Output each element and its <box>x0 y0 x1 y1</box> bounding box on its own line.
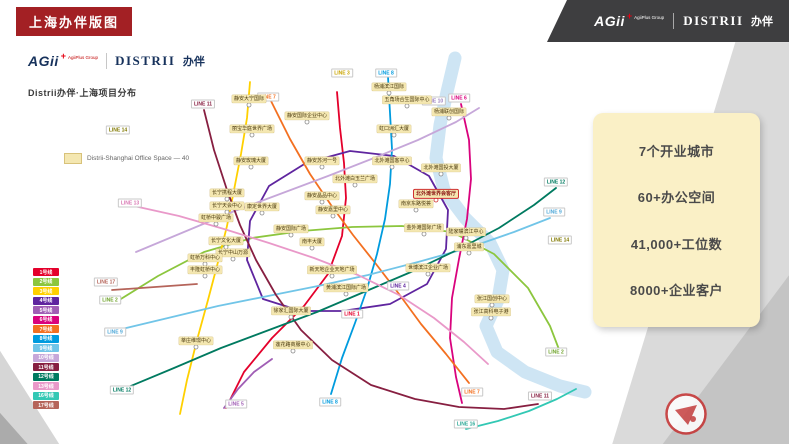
station-dot <box>259 210 265 216</box>
stat-line: 60+办公空间 <box>637 190 716 206</box>
legend-line-chip: 2号线 <box>33 277 59 286</box>
agiiplus-subtext-slide: AgiiPlus Group <box>68 55 99 60</box>
station-dot <box>391 132 397 138</box>
metro-line-10 <box>135 107 480 253</box>
legend-line-chip: 1号线 <box>33 268 59 276</box>
legend-line-chip: 5号线 <box>33 306 59 314</box>
station-dot <box>389 164 395 170</box>
legend-line-chip: 9号线 <box>33 344 59 352</box>
station-dot <box>246 102 252 108</box>
station-dot <box>288 232 294 238</box>
brand-divider-slide <box>106 53 108 69</box>
page-title-box: 上海办伴版图 <box>16 7 133 36</box>
agiiplus-logo-slide: AGii + AgiiPlus Group <box>28 51 99 69</box>
metro-line-5 <box>223 358 273 409</box>
station-dot <box>290 348 296 354</box>
metro-line-16 <box>465 388 577 430</box>
stat-line: 8000+企业客户 <box>629 283 723 299</box>
station-dot <box>421 231 427 237</box>
station-dot <box>463 235 469 241</box>
station-dot <box>466 250 472 256</box>
office-space-legend-label: Distrii-Shanghai Office Space — 40 <box>87 155 190 162</box>
station-dot <box>230 256 236 262</box>
station-dot <box>309 245 315 251</box>
slide-brand: AGii + AgiiPlus Group DISTRII 办伴 <box>28 51 205 70</box>
metro-line-9 <box>117 217 551 331</box>
agiiplus-logo: AGii + AgiiPlus Group <box>594 11 665 29</box>
station-dot <box>489 302 495 308</box>
station-dot <box>193 344 199 350</box>
metro-line-7 <box>270 100 470 384</box>
station-dot <box>425 271 431 277</box>
station-dot <box>224 209 230 215</box>
legend-line-chip: 8号线 <box>33 334 59 343</box>
legend-line-chip: 11号线 <box>33 363 59 371</box>
office-space-legend: Distrii-Shanghai Office Space — 40 <box>64 153 189 164</box>
legend-line-chip: 4号线 <box>33 296 59 305</box>
agiiplus-wordmark-slide: AGii <box>28 53 59 69</box>
legend-line-chip: 12号线 <box>33 372 59 381</box>
huangpu-river <box>429 51 592 399</box>
station-dot <box>248 164 254 170</box>
header-brand-band: AGii + AgiiPlus Group DISTRII 办伴 <box>547 0 789 42</box>
watermark-logo <box>664 392 708 436</box>
station-dot <box>319 164 325 170</box>
station-dot <box>438 171 444 177</box>
distrii-suffix-slide: 办伴 <box>182 56 205 68</box>
station-dot <box>249 132 255 138</box>
stat-line: 7个开业城市 <box>638 143 715 159</box>
station-dot <box>386 90 392 96</box>
station-dot <box>224 196 230 202</box>
page-title: 上海办伴版图 <box>29 15 120 30</box>
watermark-stamp-icon <box>665 393 707 435</box>
distrii-wordmark-slide: DISTRII <box>115 53 176 68</box>
station-dot <box>446 115 452 121</box>
agiiplus-plus-icon: + <box>626 11 633 21</box>
station-dot <box>202 273 208 279</box>
distrii-wordmark: DISTRII <box>683 13 744 28</box>
slide-subtitle: Distrii办伴·上海项目分布 <box>28 88 137 98</box>
station-dot <box>343 291 349 297</box>
station-dot <box>223 244 229 250</box>
agiiplus-wordmark: AGii <box>594 13 625 29</box>
station-dot <box>213 221 219 227</box>
metro-line-1 <box>225 91 347 409</box>
legend-line-chip: 13号线 <box>33 382 59 390</box>
station-dot <box>404 103 410 109</box>
station-dot <box>433 197 439 203</box>
office-space-swatch <box>64 153 82 164</box>
station-dot <box>329 273 335 279</box>
stats-card: 7个开业城市 60+办公空间 41,000+工位数 8000+企业客户 <box>593 113 760 327</box>
brand-divider <box>673 13 675 29</box>
station-dot <box>288 314 294 320</box>
legend-line-chip: 7号线 <box>33 325 59 333</box>
header-brand: AGii + AgiiPlus Group DISTRII 办伴 <box>594 11 773 30</box>
legend-line-chip: 17号线 <box>33 401 59 409</box>
metro-line-17 <box>111 283 198 291</box>
station-dot <box>352 182 358 188</box>
station-dot <box>304 119 310 125</box>
station-dot <box>488 315 494 321</box>
distrii-suffix: 办伴 <box>751 16 773 28</box>
legend-line-chip: 3号线 <box>33 287 59 295</box>
station-dot <box>413 207 419 213</box>
agiiplus-plus-icon-slide: + <box>60 51 67 61</box>
station-dot <box>319 199 325 205</box>
legend-line-chip: 6号线 <box>33 315 59 324</box>
station-dot <box>330 213 336 219</box>
agiiplus-subtext: AgiiPlus Group <box>634 15 665 20</box>
legend-line-chip: 16号线 <box>33 391 59 400</box>
metro-line-4 <box>246 150 449 312</box>
station-dot <box>202 261 208 267</box>
stat-line: 41,000+工位数 <box>630 236 723 252</box>
legend-line-chip: 10号线 <box>33 353 59 362</box>
